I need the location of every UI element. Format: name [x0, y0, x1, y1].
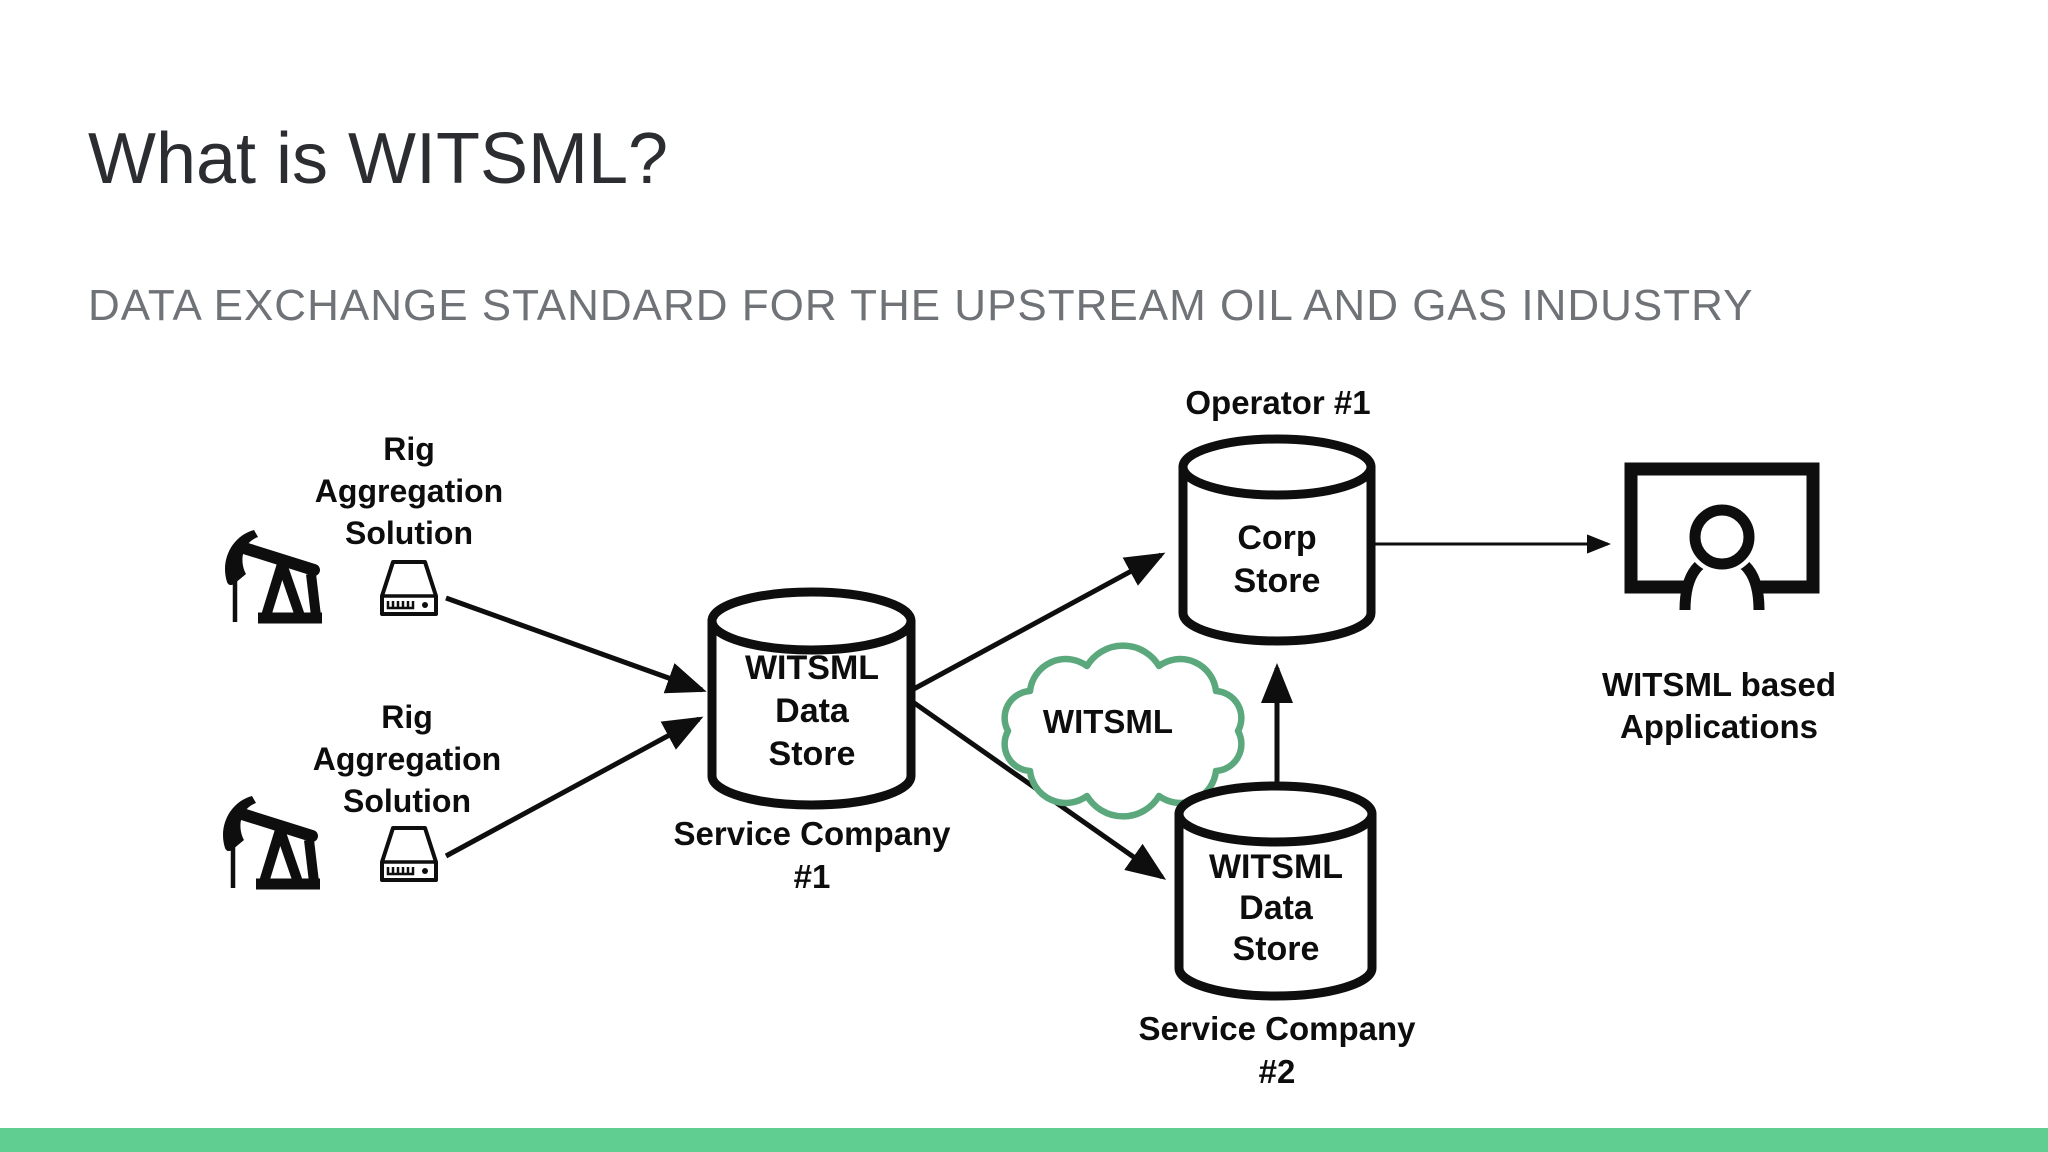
store1-caption: Service Company #1 [673, 815, 951, 895]
corp-store-database-icon [1178, 434, 1376, 646]
arrow-store1-to-corp [908, 552, 1166, 694]
witsml-cloud-icon [1001, 642, 1245, 820]
store2-caption: Service Company #2 [1138, 1010, 1416, 1090]
store2-database-icon [1174, 781, 1377, 1001]
rig-aggregation-device-icon [380, 560, 438, 616]
arrow-rig1-to-store1 [445, 595, 707, 694]
pump-jack-icon [225, 530, 322, 624]
monitor-user-icon [1624, 462, 1820, 611]
page-subtitle: DATA EXCHANGE STANDARD FOR THE UPSTREAM … [88, 281, 1754, 330]
arrow-rig2-to-store1 [444, 716, 704, 859]
store2-label: WITSML Data Store [1208, 848, 1344, 968]
operator-caption: Operator #1 [1185, 384, 1371, 421]
page-title: What is WITSML? [88, 119, 669, 199]
store1-label: WITSML Data Store [744, 649, 880, 773]
corp-store-label: Corp Store [1233, 519, 1321, 600]
store1-database-icon [707, 587, 916, 810]
rig1-label: Rig Aggregation Solution [314, 431, 504, 551]
apps-caption: WITSML based Applications [1601, 666, 1837, 745]
rig2-label: Rig Aggregation Solution [312, 699, 502, 819]
accent-bar [0, 1128, 2048, 1152]
cloud-label: WITSML [1042, 703, 1174, 740]
rig-aggregation-device-icon [380, 826, 438, 882]
pump-jack-icon [223, 796, 320, 890]
